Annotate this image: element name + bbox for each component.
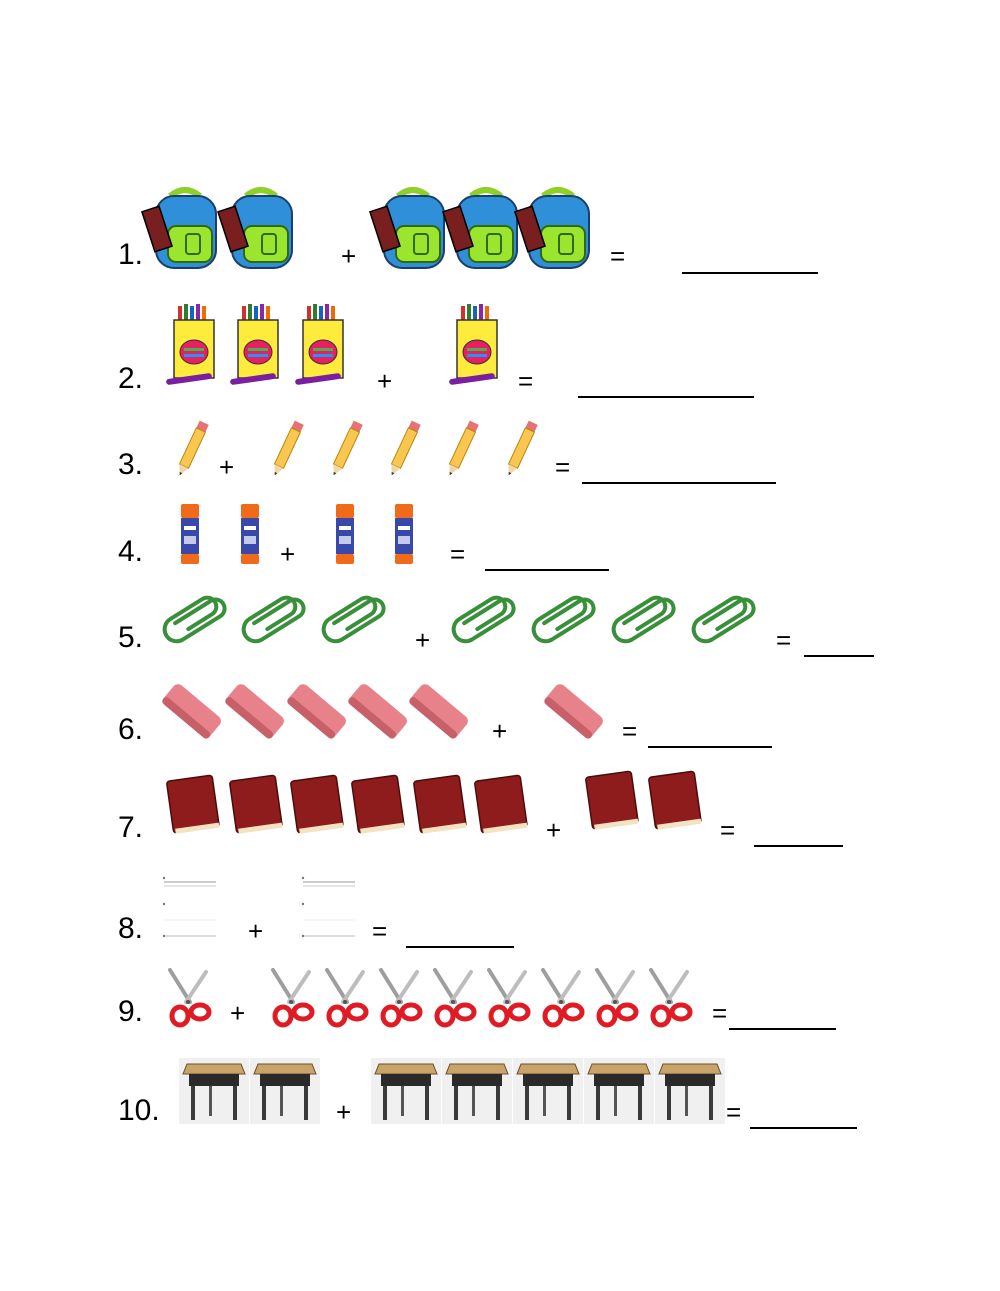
scissors-icon bbox=[649, 968, 693, 1028]
answer-blank-1[interactable] bbox=[682, 272, 818, 274]
notebook-paper-icon bbox=[301, 876, 355, 938]
answer-blank-5[interactable] bbox=[804, 655, 874, 657]
equals-sign: = bbox=[720, 815, 736, 845]
scissors-icon bbox=[168, 968, 212, 1028]
crayon-box-icon bbox=[230, 304, 279, 385]
pencil-icon bbox=[273, 420, 304, 476]
eraser-icon bbox=[225, 684, 284, 739]
backpack-icon bbox=[369, 187, 445, 269]
problem-number-6: 6. bbox=[118, 713, 144, 746]
equals-sign: = bbox=[776, 625, 792, 655]
glue-stick-icon bbox=[241, 504, 259, 564]
paperclip-icon bbox=[162, 595, 227, 644]
problem-number-3: 3. bbox=[118, 448, 144, 481]
eraser-icon bbox=[409, 684, 468, 739]
equals-sign: = bbox=[712, 998, 728, 1028]
answer-blank-4[interactable] bbox=[485, 569, 609, 571]
pencil-icon bbox=[178, 420, 209, 476]
scissors-icon bbox=[271, 968, 315, 1028]
desk-icon bbox=[371, 1058, 441, 1124]
problem-number-2: 2. bbox=[118, 362, 144, 395]
plus-sign: + bbox=[280, 539, 296, 569]
book-icon bbox=[290, 774, 344, 834]
glue-stick-icon bbox=[395, 504, 413, 564]
backpack-icon bbox=[514, 187, 590, 269]
eraser-icon bbox=[162, 684, 221, 739]
paperclip-icon bbox=[691, 595, 756, 644]
answer-blank-2[interactable] bbox=[578, 396, 754, 398]
pencil-icon bbox=[507, 420, 538, 476]
problem-number-4: 4. bbox=[118, 535, 144, 568]
book-icon bbox=[585, 770, 639, 830]
crayon-box-icon bbox=[166, 304, 215, 385]
scissors-icon bbox=[487, 968, 531, 1028]
crayon-box-icon bbox=[295, 304, 344, 385]
desk-icon bbox=[250, 1058, 320, 1124]
problem-number-1: 1. bbox=[118, 238, 144, 271]
answer-blank-8[interactable] bbox=[406, 946, 514, 948]
equals-sign: = bbox=[610, 241, 626, 271]
answer-blank-7[interactable] bbox=[754, 845, 843, 847]
problem-number-8: 8. bbox=[118, 912, 144, 945]
problem-number-10: 10. bbox=[118, 1094, 160, 1127]
pencil-icon bbox=[390, 420, 421, 476]
plus-sign: + bbox=[377, 366, 393, 396]
backpack-icon bbox=[217, 187, 293, 269]
equals-sign: = bbox=[518, 366, 534, 396]
paperclip-icon bbox=[531, 595, 596, 644]
answer-blank-9[interactable] bbox=[729, 1028, 836, 1030]
scissors-icon bbox=[541, 968, 585, 1028]
plus-sign: + bbox=[219, 452, 235, 482]
paperclip-icon bbox=[241, 595, 306, 644]
eraser-icon bbox=[287, 684, 346, 739]
equals-sign: = bbox=[372, 916, 388, 946]
desk-icon bbox=[179, 1058, 249, 1124]
answer-blank-10[interactable] bbox=[750, 1127, 857, 1129]
equals-sign: = bbox=[450, 539, 466, 569]
crayon-box-icon bbox=[449, 304, 498, 385]
equals-sign: = bbox=[726, 1097, 742, 1127]
plus-sign: + bbox=[415, 625, 431, 655]
equals-sign: = bbox=[622, 716, 638, 746]
notebook-paper-icon bbox=[162, 876, 216, 938]
answer-blank-6[interactable] bbox=[648, 746, 772, 748]
plus-sign: + bbox=[248, 916, 264, 946]
book-icon bbox=[229, 774, 283, 834]
eraser-icon bbox=[348, 684, 407, 739]
book-icon bbox=[474, 774, 528, 834]
backpack-icon bbox=[442, 187, 518, 269]
glue-stick-icon bbox=[181, 504, 199, 564]
book-icon bbox=[166, 774, 220, 834]
desk-icon bbox=[442, 1058, 512, 1124]
desk-icon bbox=[655, 1058, 725, 1124]
book-icon bbox=[648, 770, 702, 830]
problem-number-9: 9. bbox=[118, 995, 144, 1028]
answer-blank-3[interactable] bbox=[582, 482, 776, 484]
scissors-icon bbox=[433, 968, 477, 1028]
problem-number-5: 5. bbox=[118, 621, 144, 654]
paperclip-icon bbox=[451, 595, 516, 644]
plus-sign: + bbox=[230, 998, 246, 1028]
scissors-icon bbox=[325, 968, 369, 1028]
book-icon bbox=[413, 774, 467, 834]
desk-icon bbox=[513, 1058, 583, 1124]
plus-sign: + bbox=[492, 716, 508, 746]
book-icon bbox=[351, 774, 405, 834]
paperclip-icon bbox=[321, 595, 386, 644]
paperclip-icon bbox=[611, 595, 676, 644]
scissors-icon bbox=[379, 968, 423, 1028]
problem-number-7: 7. bbox=[118, 811, 144, 844]
eraser-icon bbox=[544, 684, 603, 739]
plus-sign: + bbox=[336, 1097, 352, 1127]
glue-stick-icon bbox=[336, 504, 354, 564]
desk-icon bbox=[584, 1058, 654, 1124]
plus-sign: + bbox=[546, 815, 562, 845]
plus-sign: + bbox=[341, 241, 357, 271]
backpack-icon bbox=[141, 187, 217, 269]
scissors-icon bbox=[595, 968, 639, 1028]
equals-sign: = bbox=[555, 452, 571, 482]
pencil-icon bbox=[332, 420, 363, 476]
pencil-icon bbox=[448, 420, 479, 476]
